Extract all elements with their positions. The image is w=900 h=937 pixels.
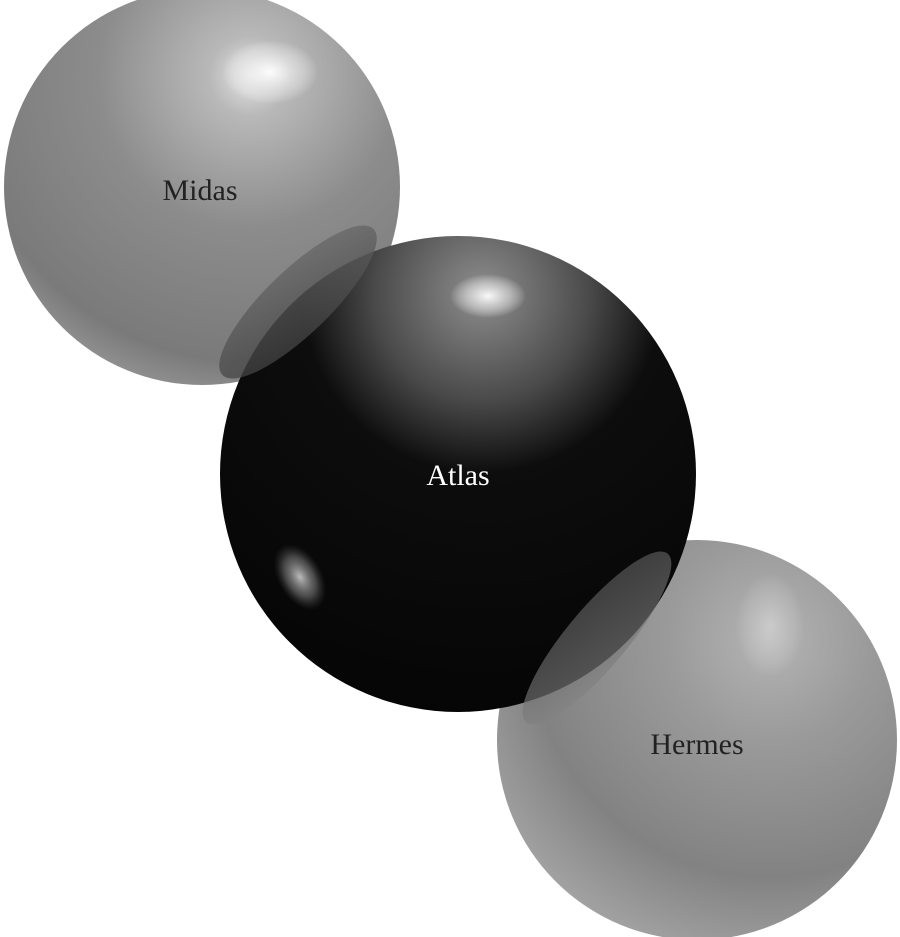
- sphere-center-highlight-left: [273, 543, 327, 611]
- sphere-center: [220, 236, 696, 712]
- bond-junction-top: [219, 225, 377, 379]
- sphere-bottom-highlight: [736, 573, 804, 677]
- sphere-top-label: Midas: [163, 174, 238, 207]
- sphere-center-body: [220, 236, 696, 712]
- sphere-center-label: Atlas: [426, 459, 489, 492]
- sphere-bottom-label: Hermes: [650, 728, 743, 761]
- bond-junction-bottom: [522, 551, 672, 725]
- sphere-top-highlight: [222, 40, 318, 104]
- sphere-center-highlight-top: [450, 274, 526, 318]
